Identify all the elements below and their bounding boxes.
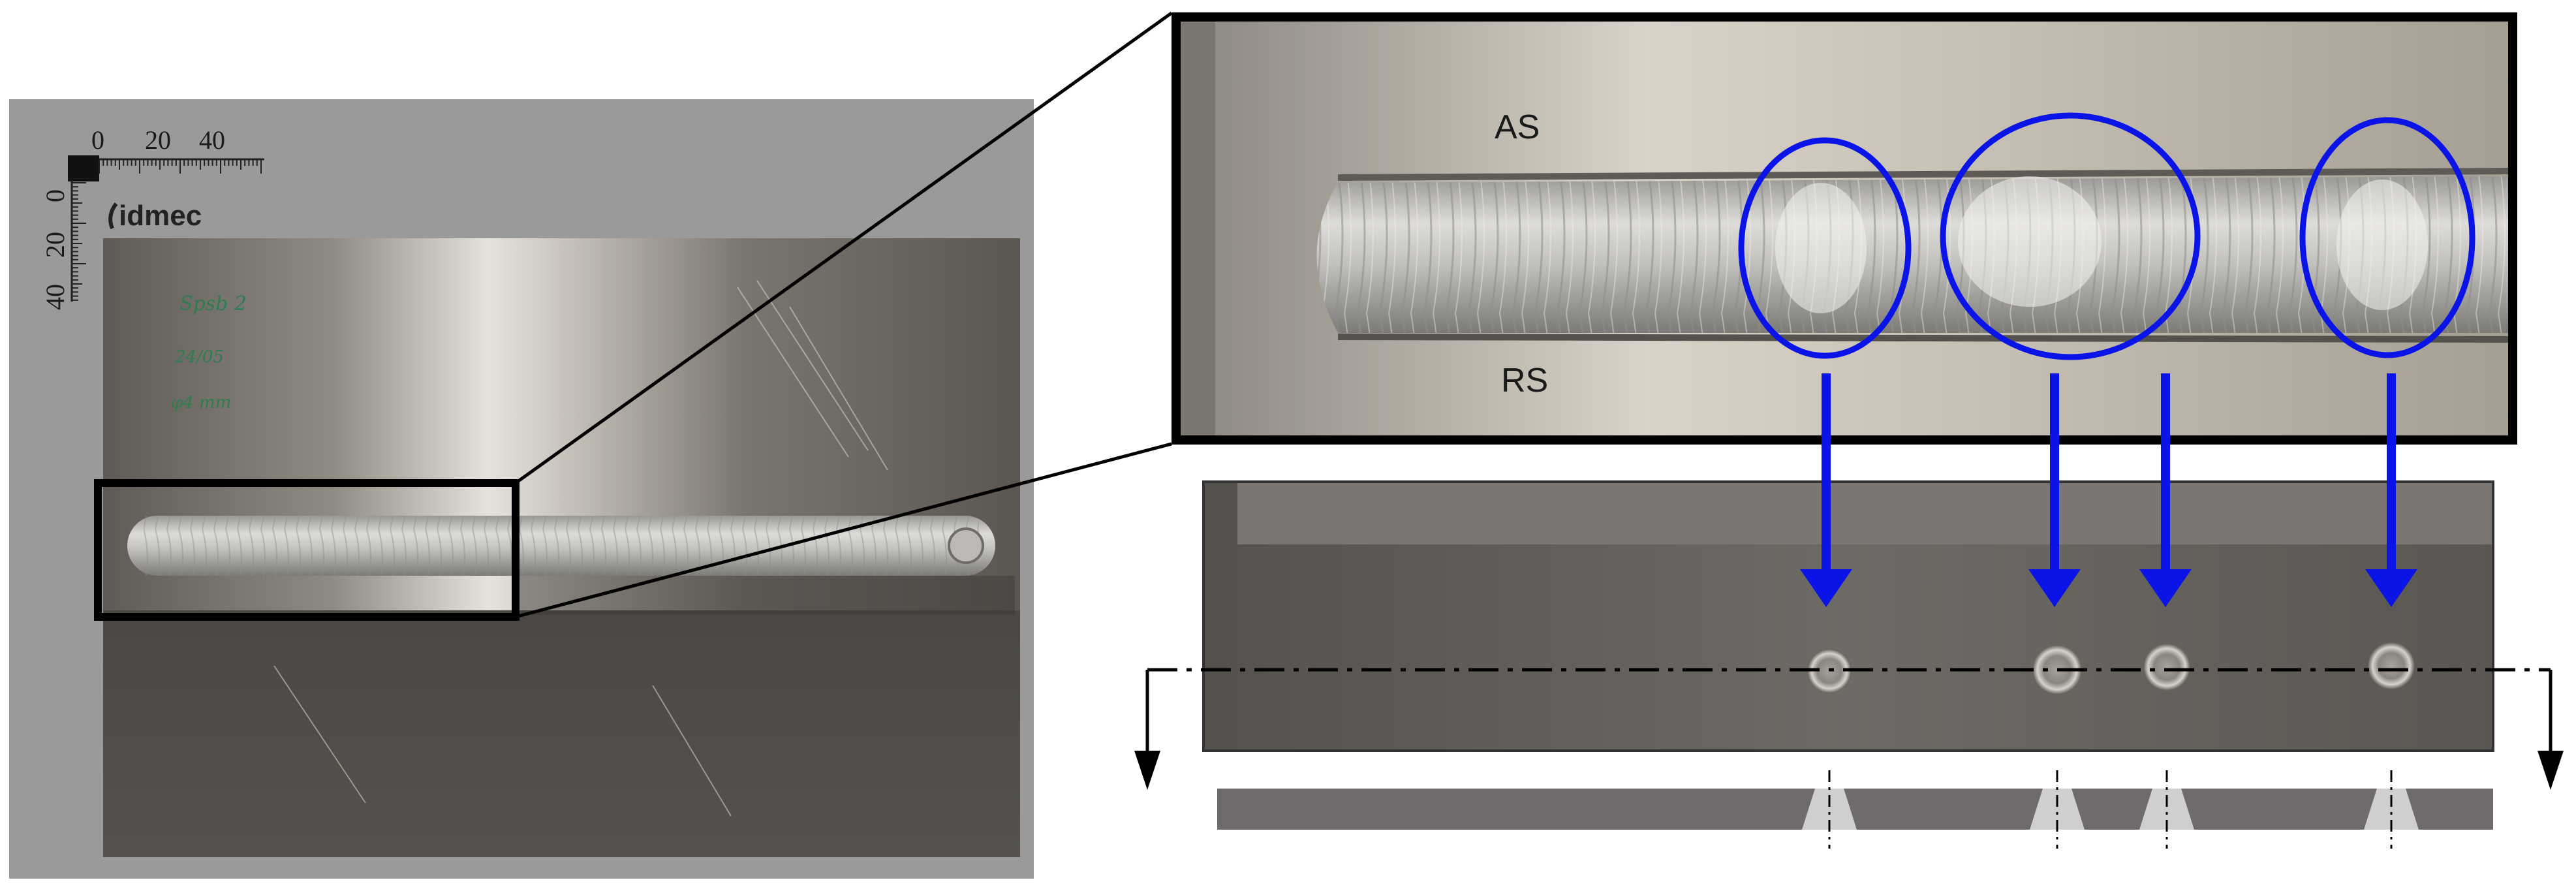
ruler-side-tick-20: 20 (40, 232, 70, 258)
cross-section-defects (1802, 770, 2419, 849)
handwritten-line-1: Spsb 2 (179, 292, 247, 315)
idmec-logo: idmec (108, 200, 202, 232)
handwritten-line-2: 24/05 (174, 347, 224, 367)
defect-bright-zones (1775, 176, 2428, 313)
overview-photo: 0 20 40 0 20 40 idmec Spsb 2 24/05 φ4 (9, 99, 1034, 879)
overview-weld-bead (127, 516, 995, 576)
cross-section-void-3 (2139, 789, 2194, 830)
defect-arrows (1800, 373, 2417, 607)
zoom-connector-top (514, 11, 1173, 485)
handwritten-line-3: φ4 mm (171, 393, 231, 413)
cross-section-void-1 (1802, 789, 1857, 830)
section-view-arrows (1134, 670, 2564, 790)
ruler-top-tick-0: 0 (91, 125, 104, 155)
ruler-corner-block (68, 155, 99, 181)
scale-ruler: 0 20 40 0 20 40 (40, 125, 264, 310)
advancing-side-label: AS (1495, 108, 1540, 146)
surface-scratches (273, 280, 888, 817)
ruler-vertical-ticks (72, 182, 86, 301)
ruler-top-tick-40: 40 (199, 125, 225, 155)
weld-flash-bottom (1337, 334, 2513, 343)
ruler-side-tick-0: 0 (40, 189, 70, 202)
section-photo-top-strip (1203, 482, 2493, 544)
logo-text: idmec (119, 200, 202, 232)
cross-section-schematic (1217, 770, 2493, 849)
exit-hole-4 (2368, 642, 2415, 689)
plate-lower (103, 610, 1020, 857)
ruler-top-tick-20: 20 (145, 125, 171, 155)
defect-ellipse-1 (1738, 137, 1912, 359)
zoom-frame (1172, 12, 2517, 445)
zoom-left-edge (1176, 17, 1215, 440)
retreating-side-label: RS (1501, 362, 1548, 400)
ruler-horizontal-ticks (99, 159, 262, 174)
zoomed-weld-photo: AS RS (1172, 12, 2517, 445)
plate-section-photo (1147, 480, 2551, 752)
defect-ellipse-3 (2299, 117, 2475, 358)
section-photo-left-strip (1203, 482, 1237, 751)
zoom-connector-bottom (515, 442, 1172, 619)
handwritten-notes: Spsb 2 24/05 φ4 mm (171, 292, 247, 413)
defect-highlights (1738, 112, 2475, 360)
ruler-side-tick-40: 40 (40, 284, 70, 310)
cross-section-bar (1217, 789, 2493, 830)
cross-section-void-2 (2030, 789, 2085, 830)
cross-section-void-4 (2364, 789, 2419, 830)
defect-ellipse-2 (1940, 112, 2201, 360)
zoom-selection-box (94, 479, 520, 621)
exit-hole-3 (2143, 644, 2190, 691)
